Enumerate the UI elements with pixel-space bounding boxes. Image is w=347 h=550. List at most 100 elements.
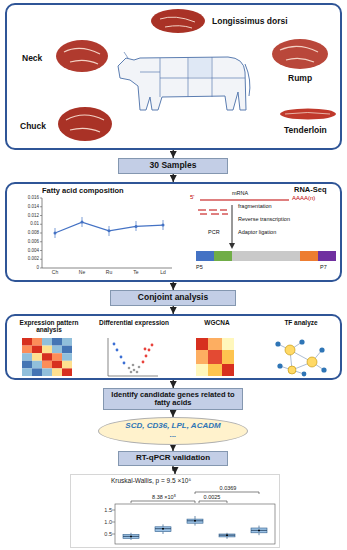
line-chart [40, 198, 172, 268]
box-label: SCD, CD36, LPL, ACADM ... [123, 422, 223, 440]
node-label: 8.38 ×10⁵ [144, 494, 184, 500]
volcano-plot [136, 371, 139, 374]
correlation-heatmap [32, 368, 42, 376]
chart-label: 0.006 [14, 239, 39, 244]
step-box: Identify candidate genes related to fatt… [103, 388, 243, 410]
meat-cut [280, 46, 318, 62]
wgcna-matrix [222, 364, 234, 376]
flow-arrow [172, 410, 173, 417]
chart-label: 0.5 [94, 531, 112, 537]
box-plot [123, 521, 267, 537]
meat-cut [64, 48, 100, 64]
tf-network [275, 339, 326, 376]
correlation-heatmap [22, 361, 32, 369]
wgcna-matrix [222, 350, 234, 364]
tf-network [302, 372, 307, 377]
meat-cut [56, 9, 336, 141]
line-chart [81, 221, 84, 224]
wgcna-matrix [196, 350, 208, 364]
volcano-plot [128, 367, 131, 370]
chart-label: Ru [100, 270, 118, 276]
cow-chart [118, 52, 250, 110]
chart-label: 1.0 [94, 519, 112, 525]
step-box: Conjoint analysis [110, 290, 236, 306]
chart-label: P7 [320, 264, 334, 270]
correlation-heatmap [22, 338, 32, 346]
box-label: Identify candidate genes related to fatt… [110, 391, 236, 408]
line-chart [54, 232, 57, 235]
volcano-plot [148, 349, 151, 352]
node-label: Tenderloin [284, 126, 342, 136]
chart-label: 0.002 [14, 256, 39, 261]
cow-chart [245, 64, 250, 96]
rnaseq-scheme [200, 199, 289, 200]
rnaseq-scheme [232, 205, 233, 244]
tf-network [278, 342, 324, 374]
chart-label: 0.016 [14, 195, 39, 200]
box-label: RT-qPCR validation [136, 454, 210, 463]
meat-cut [285, 113, 330, 115]
rnaseq-scheme [318, 251, 336, 261]
correlation-heatmap [52, 361, 62, 369]
node-label: Longissimus dorsi [212, 17, 322, 27]
wgcna-matrix [196, 338, 234, 376]
meat-cut [56, 40, 108, 72]
chart-label: P5 [196, 264, 210, 270]
tf-network [299, 339, 304, 344]
volcano-plot [151, 344, 154, 347]
rnaseq-scheme [229, 243, 235, 249]
line-chart [108, 229, 111, 232]
box-plot [115, 504, 275, 544]
tf-network [307, 357, 317, 367]
correlation-heatmap [32, 346, 42, 354]
node-label: Rump [288, 74, 333, 84]
box-plot [226, 534, 228, 536]
chart-label: 1.5 [94, 507, 112, 513]
chart-label: Reverse transcription [238, 216, 333, 222]
correlation-heatmap [52, 368, 62, 376]
chart-label: 0.008 [14, 230, 39, 235]
flow-arrow [173, 174, 174, 182]
sample-panel: Longissimus dorsiNeckRumpChuckTenderloin [5, 3, 342, 150]
volcano-plot [132, 364, 135, 367]
step-box: RT-qPCR validation [118, 451, 228, 466]
node-label: Kruskal-Wallis, p = 9.5 ×10⁵ [111, 477, 241, 484]
correlation-heatmap [22, 353, 32, 361]
box-plot [131, 516, 259, 540]
rnaseq-scheme [196, 251, 214, 261]
node-label: TF analyze [262, 319, 340, 326]
chart-label: AAAA(n) [292, 195, 336, 202]
meat-cut [66, 115, 104, 132]
wgcna-matrix [196, 338, 234, 376]
box-plot [112, 510, 115, 534]
node-label: Expression pattern analysis [9, 319, 89, 334]
rnaseq-scheme [300, 251, 318, 261]
volcano-plot [142, 361, 145, 364]
rnaseq-scheme [232, 251, 300, 261]
correlation-heatmap [42, 368, 52, 376]
correlation-heatmap [52, 353, 62, 361]
node-label: 0.0369 [208, 485, 248, 491]
volcano-plot [144, 348, 147, 351]
correlation-heatmap [42, 361, 52, 369]
tf-network [319, 347, 324, 352]
node-label: Differential expression [94, 319, 174, 326]
node-label: WGCNA [177, 319, 257, 326]
wgcna-matrix [196, 338, 208, 350]
correlation-heatmap [62, 361, 72, 369]
volcano-plot [113, 343, 116, 346]
tf-network [321, 367, 326, 372]
box-label: Conjoint analysis [138, 293, 208, 303]
flow-arrow [173, 150, 174, 158]
meat-cut [151, 9, 205, 33]
correlation-heatmap [52, 338, 62, 346]
line-chart [162, 224, 165, 227]
node-label: RNA-Seq [294, 186, 339, 195]
correlation-heatmap [42, 346, 52, 354]
correlation-heatmap [32, 338, 42, 346]
wgcna-matrix [208, 338, 222, 350]
line-chart [40, 198, 42, 268]
chart-label: Ld [154, 270, 172, 276]
node-label: Chuck [20, 122, 62, 132]
tf-network [277, 363, 282, 368]
